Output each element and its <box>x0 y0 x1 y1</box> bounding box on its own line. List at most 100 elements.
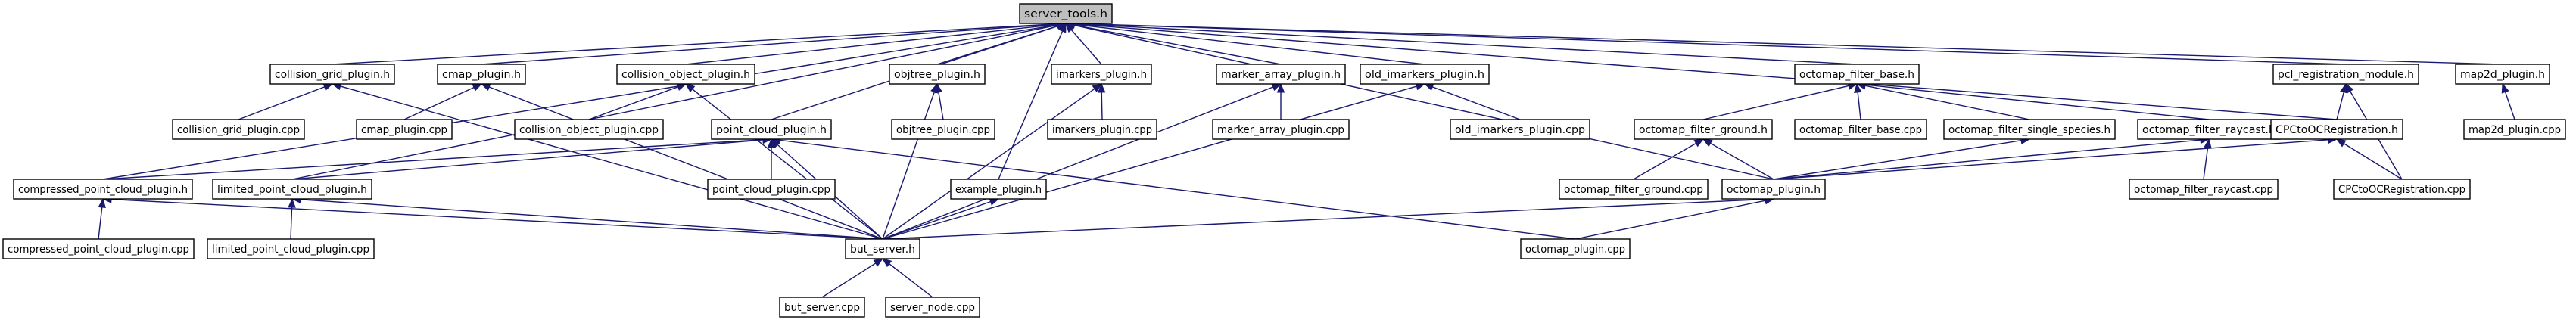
node-limited-point-cloud-plugin-cpp[interactable]: limited_point_cloud_plugin.cpp <box>207 238 375 259</box>
node-collision-grid-plugin-h[interactable]: collision_grid_plugin.h <box>269 64 395 85</box>
node-map2d-plugin-h[interactable]: map2d_plugin.h <box>2455 64 2550 85</box>
node-pcl-registration-module-h[interactable]: pcl_registration_module.h <box>2272 64 2419 85</box>
edge-collision-grid-plugin-cpp-to-collision-grid-plugin-h <box>238 83 334 120</box>
node-box <box>845 238 920 259</box>
node-but-server-h[interactable]: but_server.h <box>845 238 920 259</box>
node-box <box>437 64 526 85</box>
node-imarkers-plugin-h[interactable]: imarkers_plugin.h <box>1051 64 1152 85</box>
node-label: octomap_filter_single_species.h <box>1948 124 2110 136</box>
node-label: CPCtoOCRegistration.h <box>2275 124 2398 136</box>
node-box <box>1019 3 1113 24</box>
edge-octomap-plugin-cpp-to-point-cloud-plugin-h <box>770 136 1576 240</box>
node-label: point_cloud_plugin.cpp <box>712 184 830 196</box>
node-collision-object-plugin-h[interactable]: collision_object_plugin.h <box>616 64 755 85</box>
arrowhead <box>1693 138 1705 148</box>
arrowhead <box>1423 83 1434 91</box>
node-octomap-plugin-cpp[interactable]: octomap_plugin.cpp <box>1520 238 1631 259</box>
edge-imarkers-plugin-cpp-to-imarkers-plugin-h <box>1098 82 1106 120</box>
node-marker-array-plugin-h[interactable]: marker_array_plugin.h <box>1216 64 1346 85</box>
node-point-cloud-plugin-cpp[interactable]: point_cloud_plugin.cpp <box>707 179 836 200</box>
node-label: but_server.cpp <box>784 302 860 314</box>
arrowhead <box>881 258 892 268</box>
node-box <box>885 297 980 318</box>
node-cpctoocregistration-cpp[interactable]: CPCtoOCRegistration.cpp <box>2333 179 2471 200</box>
arrowhead <box>1058 22 1067 33</box>
node-box <box>2272 64 2419 85</box>
edge-octomap-filter-single-species-h-to-octomap-filter-base-h <box>1855 82 2030 120</box>
node-octomap-filter-ground-h[interactable]: octomap_filter_ground.h <box>1634 119 1773 140</box>
node-box <box>13 179 193 200</box>
node-objtree-plugin-h[interactable]: objtree_plugin.h <box>889 64 986 85</box>
node-collision-object-plugin-cpp[interactable]: collision_object_plugin.cpp <box>514 119 664 140</box>
edge-but-server-h-to-imarkers-plugin-h <box>882 83 1103 240</box>
node-map2d-plugin-cpp[interactable]: map2d_plugin.cpp <box>2463 119 2566 140</box>
node-box <box>172 119 305 140</box>
node-octomap-filter-single-species-h[interactable]: octomap_filter_single_species.h <box>1943 119 2116 140</box>
node-label: old_imarkers_plugin.cpp <box>1455 124 1585 136</box>
node-box <box>2463 119 2566 140</box>
node-example-plugin-h[interactable]: example_plugin.h <box>950 179 1047 200</box>
node-old-imarkers-plugin-cpp[interactable]: old_imarkers_plugin.cpp <box>1450 119 1590 140</box>
node-box <box>891 119 995 140</box>
node-compressed-point-cloud-plugin-h[interactable]: compressed_point_cloud_plugin.h <box>13 179 193 200</box>
node-but-server-cpp[interactable]: but_server.cpp <box>779 297 865 318</box>
node-label: objtree_plugin.cpp <box>896 124 990 136</box>
node-server-node-cpp[interactable]: server_node.cpp <box>885 297 980 318</box>
node-label: example_plugin.h <box>955 184 1042 196</box>
node-box <box>616 64 755 85</box>
node-server-tools[interactable]: server_tools.h <box>1019 3 1113 24</box>
node-cpctoocregistration-h[interactable]: CPCtoOCRegistration.h <box>2270 119 2403 140</box>
node-compressed-point-cloud-plugin-cpp[interactable]: compressed_point_cloud_plugin.cpp <box>2 238 195 259</box>
edge-cpctoocregistration-h-to-pcl-registration-module-h <box>2336 82 2348 120</box>
arrowhead <box>873 258 884 267</box>
edge-but-server-h-to-marker-array-plugin-h <box>882 83 1282 240</box>
edge-octomap-plugin-h-to-cpctoocregistration-h <box>1773 135 2338 180</box>
node-box <box>207 238 375 259</box>
node-label: CPCtoOCRegistration.cpp <box>2338 184 2465 196</box>
node-limited-point-cloud-plugin-h[interactable]: limited_point_cloud_plugin.h <box>212 179 372 200</box>
node-label: old_imarkers_plugin.h <box>1365 69 1484 81</box>
node-old-imarkers-plugin-h[interactable]: old_imarkers_plugin.h <box>1360 64 1490 85</box>
edge-octomap-filter-ground-cpp-to-octomap-filter-ground-h <box>1633 138 1705 180</box>
node-box <box>356 119 453 140</box>
node-box <box>1051 64 1152 85</box>
edge-cmap-plugin-cpp-to-cmap-plugin-h <box>403 83 483 120</box>
node-marker-array-plugin-cpp[interactable]: marker_array_plugin.cpp <box>1212 119 1350 140</box>
edge-old-imarkers-plugin-cpp-to-old-imarkers-plugin-h <box>1423 83 1521 120</box>
node-collision-grid-plugin-cpp[interactable]: collision_grid_plugin.cpp <box>172 119 305 140</box>
node-objtree-plugin-cpp[interactable]: objtree_plugin.cpp <box>891 119 995 140</box>
node-octomap-filter-base-h[interactable]: octomap_filter_base.h <box>1794 64 1920 85</box>
node-box <box>779 297 865 318</box>
node-box <box>1216 64 1346 85</box>
edge-compressed-point-cloud-plugin-cpp-to-compressed-point-cloud-plugin-h <box>98 197 106 240</box>
edge-map2d-plugin-h-to-server-tools <box>1064 20 2503 65</box>
arrowhead <box>1098 82 1106 93</box>
edge-collision-object-plugin-cpp-to-collision-object-plugin-h <box>588 83 687 120</box>
node-cmap-plugin-h[interactable]: cmap_plugin.h <box>437 64 526 85</box>
node-box <box>2 238 195 259</box>
edge-but-server-h-to-old-imarkers-plugin-h <box>882 82 1426 240</box>
edge-compressed-point-cloud-plugin-h-to-server-tools <box>102 20 1067 180</box>
edge-but-server-h-to-cmap-plugin-h <box>480 83 883 240</box>
edge-server-node-cpp-to-but-server-h <box>881 258 933 298</box>
node-imarkers-plugin-cpp[interactable]: imarkers_plugin.cpp <box>1047 119 1157 140</box>
node-octomap-filter-raycast-cpp[interactable]: octomap_filter_raycast.cpp <box>2129 179 2279 200</box>
edge-cmap-plugin-h-to-server-tools <box>481 20 1067 65</box>
arrowhead <box>1276 82 1285 93</box>
node-box <box>1794 119 1927 140</box>
node-octomap-plugin-h[interactable]: octomap_plugin.h <box>1721 179 1826 200</box>
node-octomap-filter-raycast-h[interactable]: octomap_filter_raycast.h <box>2137 119 2281 140</box>
node-box <box>2129 179 2279 200</box>
node-box <box>1047 119 1157 140</box>
node-octomap-filter-ground-cpp[interactable]: octomap_filter_ground.cpp <box>1559 179 1709 200</box>
node-label: octomap_filter_base.cpp <box>1799 124 1922 136</box>
node-box <box>1794 64 1920 85</box>
node-label: octomap_filter_raycast.h <box>2142 124 2275 136</box>
node-cmap-plugin-cpp[interactable]: cmap_plugin.cpp <box>356 119 453 140</box>
arrowhead <box>2204 138 2212 149</box>
node-point-cloud-plugin-h[interactable]: point_cloud_plugin.h <box>711 119 832 140</box>
edge-octomap-plugin-h-to-octomap-filter-ground-h <box>1702 138 1774 180</box>
node-octomap-filter-base-cpp[interactable]: octomap_filter_base.cpp <box>1794 119 1927 140</box>
node-label: octomap_filter_raycast.cpp <box>2134 184 2273 196</box>
